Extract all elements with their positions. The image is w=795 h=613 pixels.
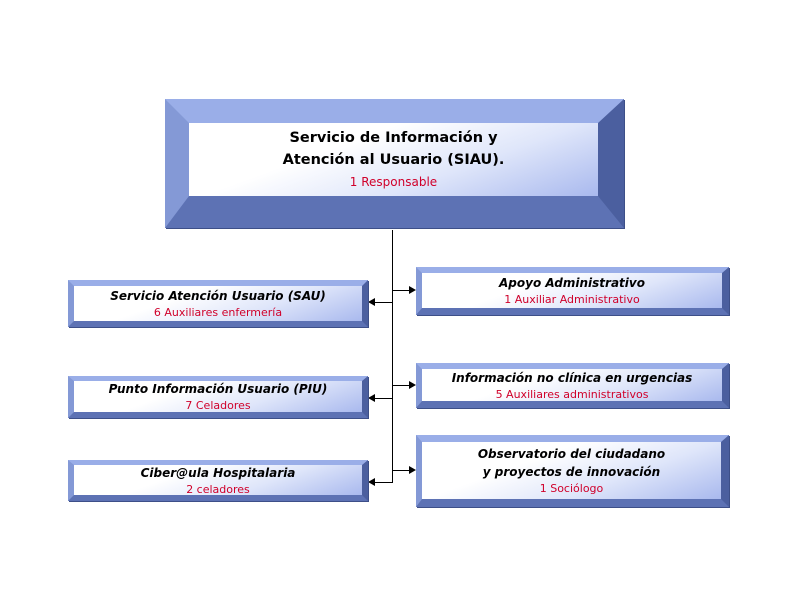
siau-title-1: Servicio de Información y: [289, 129, 498, 146]
apoyo-title: Apoyo Administrativo: [499, 276, 645, 290]
sau-staff: 6 Auxiliares enfermería: [153, 306, 283, 319]
arrow-right-icon: [409, 286, 416, 294]
observatorio-staff: 1 Sociólogo: [539, 482, 604, 495]
sau-title: Servicio Atención Usuario (SAU): [110, 289, 326, 303]
arrow-right-icon: [409, 381, 416, 389]
observatorio-title-2: y proyectos de innovación: [482, 465, 661, 479]
ciberaula-staff: 2 celadores: [186, 482, 250, 496]
connector-left-2: [374, 398, 392, 399]
observatorio-box: Observatorio del ciudadano y proyectos de…: [416, 435, 729, 507]
urgencias-staff: 5 Auxiliares administrativos: [495, 387, 649, 401]
piu-box: Punto Información Usuario (PIU) 7 Celador…: [68, 376, 368, 418]
connector-right-1: [392, 290, 409, 291]
siau-box: Servicio de Información y Atención al Us…: [165, 99, 624, 228]
arrow-left-icon: [368, 394, 375, 402]
apoyo-staff: 1 Auxiliar Administrativo: [504, 293, 640, 306]
connector-trunk: [392, 230, 393, 483]
arrow-right-icon: [409, 466, 416, 474]
piu-title: Punto Información Usuario (PIU): [108, 382, 328, 396]
siau-title-2: Atención al Usuario (SIAU).: [282, 151, 505, 168]
connector-left-1: [374, 302, 392, 303]
urgencias-title: Información no clínica en urgencias: [451, 370, 693, 385]
sau-box: Servicio Atención Usuario (SAU) 6 Auxilia…: [68, 280, 368, 327]
arrow-left-icon: [368, 478, 375, 486]
apoyo-box: Apoyo Administrativo 1 Auxiliar Administr…: [416, 267, 729, 315]
ciberaula-box: Ciber@ula Hospitalaria 2 celadores: [68, 460, 368, 501]
siau-staff: 1 Responsable: [349, 174, 438, 189]
urgencias-box: Información no clínica en urgencias 5 Aux…: [416, 363, 729, 408]
arrow-left-icon: [368, 298, 375, 306]
connector-right-2: [392, 385, 409, 386]
ciberaula-title: Ciber@ula Hospitalaria: [140, 465, 296, 480]
piu-staff: 7 Celadores: [185, 399, 251, 412]
connector-left-3: [374, 482, 392, 483]
observatorio-title-1: Observatorio del ciudadano: [477, 447, 666, 461]
connector-right-3: [392, 470, 409, 471]
